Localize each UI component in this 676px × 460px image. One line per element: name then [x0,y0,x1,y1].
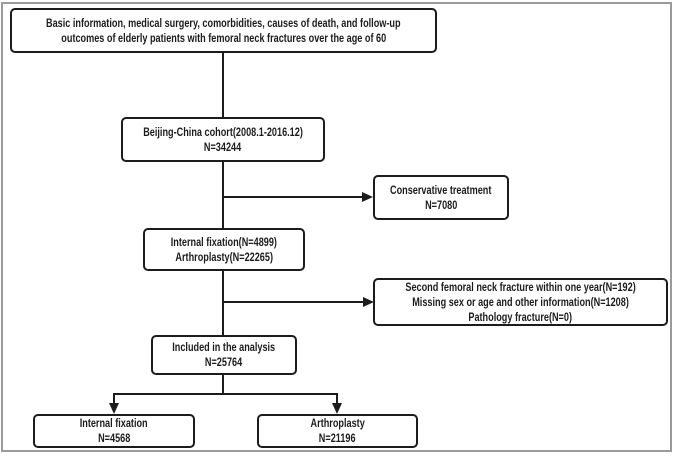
box-included-line1: Included in the analysis [172,340,276,354]
branch-line-excluded [223,301,364,303]
box-arthroplasty: Arthroplasty N=21196 [257,414,418,448]
box-arthroplasty-count: N=21196 [319,431,356,445]
box-included-count: N=25764 [205,355,243,369]
box-conservative-line1: Conservative treatment [390,182,492,197]
fork-horizontal-line [113,393,338,395]
box-conservative-treatment: Conservative treatment N=7080 [373,175,509,220]
figure-border-frame [1,2,672,452]
box-internal-fixation: Internal fixation N=4568 [33,414,195,448]
connector-eligibility-to-cohort [222,51,224,117]
connector-included-to-fork [222,374,224,395]
box-eligibility: Basic information, medical surgery, como… [10,8,437,53]
arrowhead-right-excluded-icon [363,297,374,307]
arrowhead-right-conservative-icon [362,192,373,202]
box-internal-fixation-count: N=4568 [97,431,131,445]
fork-left-stem [113,395,115,405]
box-surgery-groups: Internal fixation(N=4899) Arthroplasty(N… [143,228,305,271]
box-excluded-line1: Second femoral neck fracture within one … [405,279,636,294]
box-eligibility-line1: Basic information, medical surgery, como… [46,15,401,30]
branch-line-conservative [223,196,363,198]
box-internal-fixation-line1: Internal fixation [80,416,148,430]
box-surgery-line1: Internal fixation(N=4899) [170,234,278,249]
arrowhead-down-arthroplasty-icon [332,403,342,414]
box-included: Included in the analysis N=25764 [151,335,297,375]
box-eligibility-line2: outcomes of elderly patients with femora… [61,30,386,45]
box-cohort-line1: Beijing-China cohort(2008.1-2016.12) [143,124,303,139]
box-excluded: Second femoral neck fracture within one … [373,278,668,326]
fork-right-stem [336,395,338,405]
box-cohort-count: N=34244 [204,139,242,154]
box-cohort: Beijing-China cohort(2008.1-2016.12) N=3… [121,117,325,162]
connector-surgery-to-included [222,270,224,336]
box-surgery-line2: Arthroplasty(N=22265) [175,249,273,264]
box-conservative-count: N=7080 [424,197,458,212]
arrowhead-down-fixation-icon [109,403,119,414]
connector-cohort-to-surgery [222,161,224,229]
box-excluded-line3: Pathology fracture(N=0) [468,309,573,324]
box-arthroplasty-line1: Arthroplasty [310,416,365,430]
box-excluded-line2: Missing sex or age and other information… [412,294,629,309]
